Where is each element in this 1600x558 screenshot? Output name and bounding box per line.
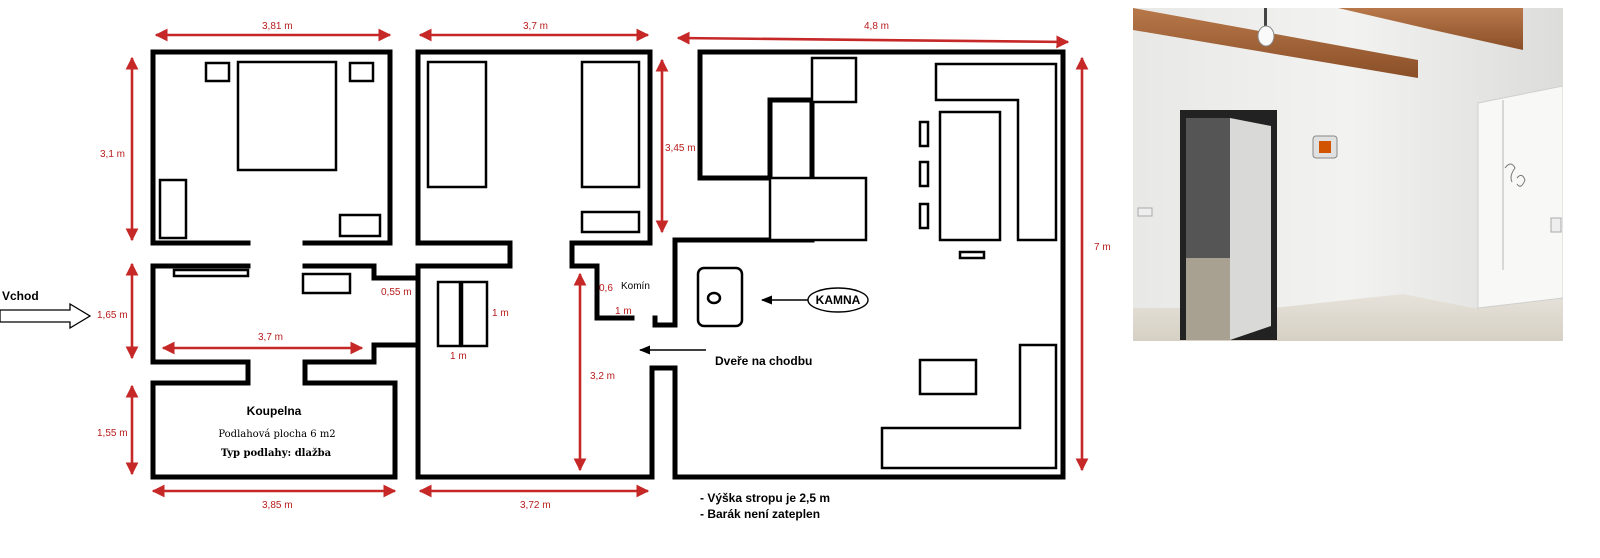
dim-top-mid: 3,7 m (523, 21, 548, 32)
hall-door-label: Dveře na chodbu (715, 354, 812, 368)
dim-top-right: 4,8 m (864, 21, 889, 32)
window-opening-icon (1477, 85, 1563, 309)
dim-left-mid: 1,65 m (97, 310, 128, 321)
dim-left-bottom: 1,55 m (97, 428, 128, 439)
desk (338, 213, 382, 238)
hall-right-walls (302, 263, 421, 386)
chair-1 (918, 120, 930, 148)
nightstand-right (348, 61, 375, 83)
annotations: Vchod Komín KAMNA Dveře na chodbu Koupel… (0, 281, 869, 521)
dim-door-height: 3,2 m (590, 371, 615, 382)
dim-left-top: 3,1 m (100, 149, 125, 160)
dim-corridor: 0,55 m (381, 287, 412, 298)
entrance-arrow-icon (0, 302, 92, 330)
dim-mid-right-height: 3,45 m (665, 143, 696, 154)
note-ceiling: - Výška stropu je 2,5 m (700, 491, 830, 505)
dim-bottom-left: 3,85 m (262, 500, 293, 511)
bathroom-area: Podlahová plocha 6 m2 (218, 429, 335, 440)
stove-label: KAMNA (816, 293, 861, 307)
dim-right-height: 7 m (1094, 242, 1111, 253)
coffee-table (918, 358, 978, 396)
dimension-lines (125, 28, 1089, 498)
stairs-right (460, 280, 489, 348)
dimension-labels: 3,81 m 3,7 m 4,8 m 3,1 m 1,65 m 1,55 m 3… (97, 21, 1111, 511)
room-photo (1133, 8, 1563, 341)
dim-hall-width: 3,7 m (258, 332, 283, 343)
electric-box-icon (1312, 135, 1338, 159)
bed-left (426, 60, 488, 189)
stove-door (706, 291, 722, 305)
corridor-walls (415, 49, 1066, 480)
wardrobe (158, 178, 188, 240)
low-shelf (580, 210, 641, 234)
stove-callout (807, 287, 869, 313)
bedroom-walls (150, 49, 393, 246)
hall-cabinet (301, 272, 352, 295)
dining-table (938, 110, 1002, 242)
middle-room-walls (415, 49, 653, 321)
stairs-left (436, 280, 462, 348)
entrance-label: Vchod (2, 289, 39, 303)
chair-3 (918, 202, 930, 230)
dim-chimney-width: 1 m (615, 306, 632, 317)
walls (150, 49, 1066, 480)
chimney-block (810, 56, 858, 104)
bed-right (580, 60, 641, 189)
sideboard (768, 176, 868, 242)
dim-bottom-mid: 3,72 m (520, 500, 551, 511)
light-bulb-icon (1257, 8, 1275, 47)
bed (236, 60, 338, 172)
chair-2 (918, 160, 930, 188)
bathroom-floor: Typ podlahy: dlažba (221, 448, 332, 459)
dim-top-left: 3,81 m (262, 21, 293, 32)
bathroom-title: Koupelna (247, 404, 302, 418)
dim-stair-depth: 1 m (450, 351, 467, 362)
note-insulation: - Barák není zateplen (700, 507, 820, 521)
bathroom-walls (150, 380, 398, 480)
chair-4 (958, 250, 986, 260)
sofa (880, 343, 1058, 470)
furniture (158, 56, 1058, 470)
kitchen-counter (934, 62, 1058, 242)
dim-door-offset: 0,6 (599, 283, 613, 294)
ceiling-beam-icon (1133, 8, 1418, 78)
chimney-label: Komín (621, 281, 650, 292)
middle-room-bottom-wall (415, 240, 513, 269)
doorway-icon (1180, 110, 1277, 340)
hall-walls (150, 263, 251, 386)
floor-plan: 3,81 m 3,7 m 4,8 m 3,1 m 1,65 m 1,55 m 3… (0, 21, 1111, 521)
hall-shelf (172, 268, 250, 278)
dim-stair-width: 1 m (492, 308, 509, 319)
nightstand-left (204, 61, 231, 83)
